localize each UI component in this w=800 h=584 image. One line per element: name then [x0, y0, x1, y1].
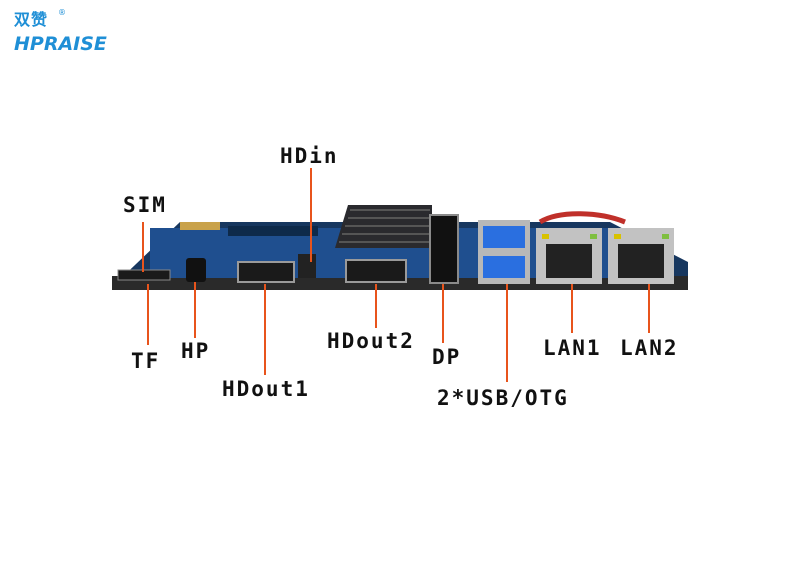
- heatsink: [335, 205, 432, 248]
- red-cable: [538, 211, 626, 225]
- brand-chinese-name: 双赞: [14, 10, 49, 29]
- hdin-label: HDin: [280, 144, 339, 168]
- hdmi-out1-port: [237, 261, 295, 283]
- tf-label: TF: [131, 349, 161, 373]
- hp-label: HP: [181, 339, 211, 363]
- hdmi-out2-port: [345, 259, 407, 283]
- usb-stack: [478, 220, 530, 284]
- lan1-port: [536, 228, 602, 284]
- displayport-port: [429, 214, 459, 284]
- lan2-label: LAN2: [620, 336, 679, 360]
- hdout2-label: HDout2: [327, 329, 415, 353]
- leader-lines: [142, 168, 650, 382]
- brand-logo: 双赞 ® HPRAISE: [14, 6, 107, 55]
- dp-label: DP: [432, 345, 462, 369]
- registered-mark: ®: [58, 8, 66, 17]
- hdout1-label: HDout1: [222, 377, 310, 401]
- brand-english-name: HPRAISE: [14, 33, 107, 55]
- usb-label: 2*USB/OTG: [437, 386, 569, 410]
- lan2-port: [608, 228, 674, 284]
- headphone-jack: [186, 258, 206, 282]
- hdin-header: [298, 254, 316, 278]
- lan1-label: LAN1: [543, 336, 602, 360]
- sim-label: SIM: [123, 193, 167, 217]
